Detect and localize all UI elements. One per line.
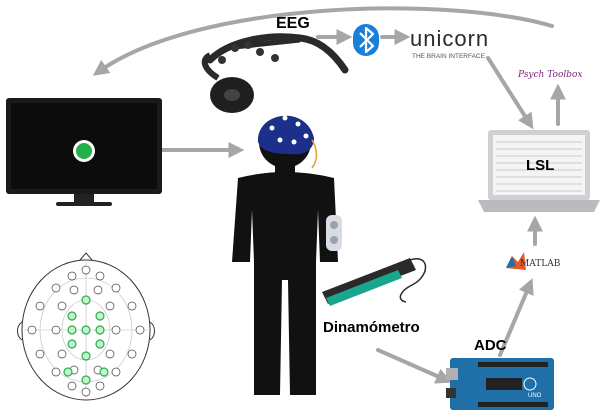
arrows (92, 6, 566, 384)
arduino-board-icon: UNO (446, 358, 554, 410)
monitor-icon (6, 98, 162, 206)
dinamometro-label: Dinamómetro (323, 319, 420, 336)
arm-electrodes-icon (326, 215, 342, 251)
dynamometer-icon (322, 258, 427, 306)
arrow-adc-to-matlab (498, 278, 534, 357)
unicorn-tagline: THE BRAIN INTERFACE (412, 53, 486, 60)
matlab-label: MATLAB (520, 259, 561, 269)
matlab-logo-icon (506, 252, 526, 270)
bluetooth-icon (353, 24, 379, 56)
human-silhouette-icon (232, 116, 338, 395)
svg-text:Psych Toolbox: Psych Toolbox (517, 70, 583, 80)
adc-label: ADC (474, 337, 507, 354)
electrode-map-icon (17, 252, 155, 401)
svg-text:UNO: UNO (528, 393, 542, 399)
unicorn-logo: unicorn (410, 26, 489, 51)
psych-toolbox-logo: Psych Toolbox (517, 70, 583, 80)
eeg-label: EEG (276, 15, 310, 32)
arrow-feedback-to-monitor (92, 6, 554, 76)
eeg-cap-icon (257, 115, 318, 169)
eeg-headset-icon (201, 33, 349, 113)
lsl-label: LSL (526, 157, 554, 174)
arrow-dyn-to-adc (376, 348, 452, 384)
laptop-icon (478, 130, 600, 212)
arrow-unicorn-to-lsl (486, 56, 534, 130)
